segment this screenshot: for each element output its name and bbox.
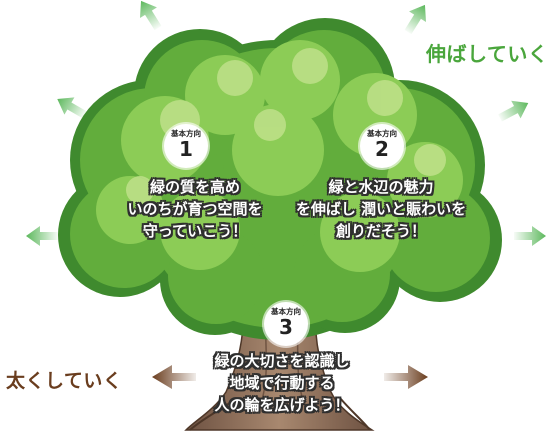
grow-label: 伸ばしていく [426, 42, 549, 66]
direction-1-message: 緑の質を高め いのちが育つ空間を 守っていこう！ [100, 176, 290, 242]
direction-2-number: 2 [375, 137, 389, 161]
direction-3-badge: 基本方向 3 [264, 302, 308, 346]
direction-1-line-2: いのちが育つ空間を [127, 200, 263, 218]
direction-2-line-2: を伸ばし 潤いと賑わいを [295, 200, 467, 218]
arrow-up-left-icon [139, 0, 162, 31]
direction-3-line-1: 緑の大切さを認識し [214, 352, 350, 370]
direction-3-line-3: 人の輪を広げよう！ [214, 396, 350, 414]
direction-3-line-2: 地域で行動する [229, 374, 335, 392]
direction-1-caption: 基本方向 [171, 129, 201, 138]
direction-2-caption: 基本方向 [367, 129, 397, 138]
tree-canopy [58, 18, 502, 340]
direction-3-caption: 基本方向 [271, 307, 301, 316]
brown-arrow-right-icon [384, 365, 428, 389]
arrow-right-up-icon [498, 100, 529, 122]
arrow-left-up-icon [57, 97, 87, 119]
direction-1-line-3: 守っていこう！ [142, 222, 248, 240]
direction-2-message: 緑と水辺の魅力 を伸ばし 潤いと賑わいを 創りだそう！ [276, 176, 486, 242]
arrow-right-icon [514, 226, 546, 246]
direction-2-line-3: 創りだそう！ [335, 222, 426, 240]
direction-1-number: 1 [179, 137, 193, 161]
direction-2-badge: 基本方向 2 [360, 124, 404, 168]
brown-arrow-left-icon [152, 365, 196, 389]
arrow-left-icon [26, 226, 58, 246]
direction-1-line-1: 緑の質を高め [149, 178, 240, 196]
thicken-label: 太くしていく [6, 370, 123, 392]
arrow-up-right-icon [404, 4, 427, 35]
brown-arrows [152, 365, 428, 389]
direction-3-message: 緑の大切さを認識し 地域で行動する 人の輪を広げよう！ [182, 350, 382, 416]
direction-2-line-1: 緑と水辺の魅力 [328, 178, 434, 196]
green-arrows [26, 0, 546, 246]
direction-3-number: 3 [279, 315, 293, 339]
direction-1-badge: 基本方向 1 [164, 124, 208, 168]
